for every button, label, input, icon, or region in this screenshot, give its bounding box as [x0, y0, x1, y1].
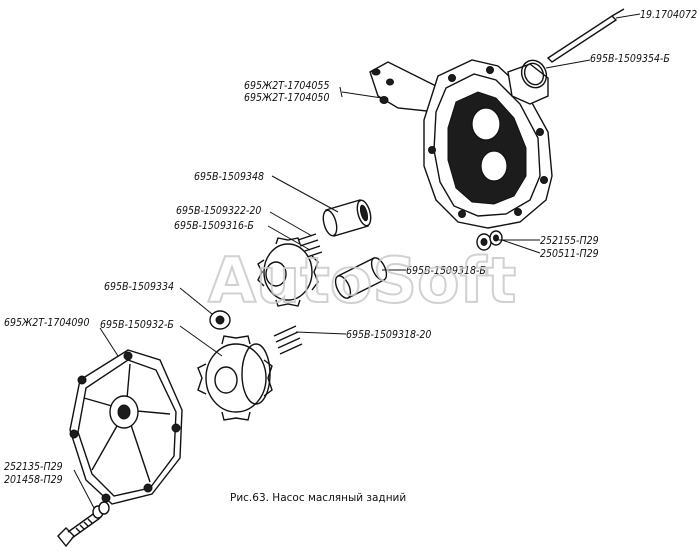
label-part-3b: 695Ж2Т-1704050	[244, 92, 329, 104]
label-part-2: 695В-1509354-Б	[590, 53, 670, 65]
label-part-14b: 201458-П29	[4, 474, 63, 486]
label-part-5: 695В-1509322-20	[176, 205, 261, 217]
label-part-10: 695В-1509334	[104, 281, 174, 293]
label-part-4: 695В-1509348	[194, 171, 264, 183]
washers-upper	[476, 230, 503, 251]
label-part-3a: 695Ж2Т-1704055	[244, 80, 329, 92]
o-ring-seal	[520, 59, 548, 89]
lower-gear	[197, 335, 273, 421]
label-part-6: 695В-1509316-Б	[174, 220, 254, 232]
label-part-1: 19.1704072	[640, 9, 697, 21]
small-washer	[209, 310, 231, 330]
bolt-with-washers	[57, 501, 110, 548]
leader-lines	[73, 13, 641, 509]
figure-caption: Рис.63. Насос масляный задний	[230, 492, 406, 504]
shaft	[334, 257, 388, 299]
label-part-9: 695В-1509318-Б	[406, 265, 486, 277]
label-part-12: 695В-150932-Б	[100, 319, 174, 331]
needle-rollers-upper	[297, 233, 323, 259]
label-part-13: 695В-1509318-20	[346, 329, 431, 341]
label-part-8: 250511-П29	[540, 248, 599, 260]
watermark: AutoSoft	[208, 244, 516, 317]
needle-rollers-lower	[273, 325, 303, 355]
pump-housing	[369, 59, 553, 229]
cover-plate	[69, 349, 183, 505]
upper-gear	[257, 237, 319, 307]
label-part-14a: 252135-П29	[4, 461, 63, 473]
label-part-11: 695Ж2Т-1704090	[4, 317, 89, 329]
bushing	[322, 199, 372, 237]
label-part-7: 252155-П29	[540, 235, 599, 247]
pin-rod	[546, 8, 625, 63]
